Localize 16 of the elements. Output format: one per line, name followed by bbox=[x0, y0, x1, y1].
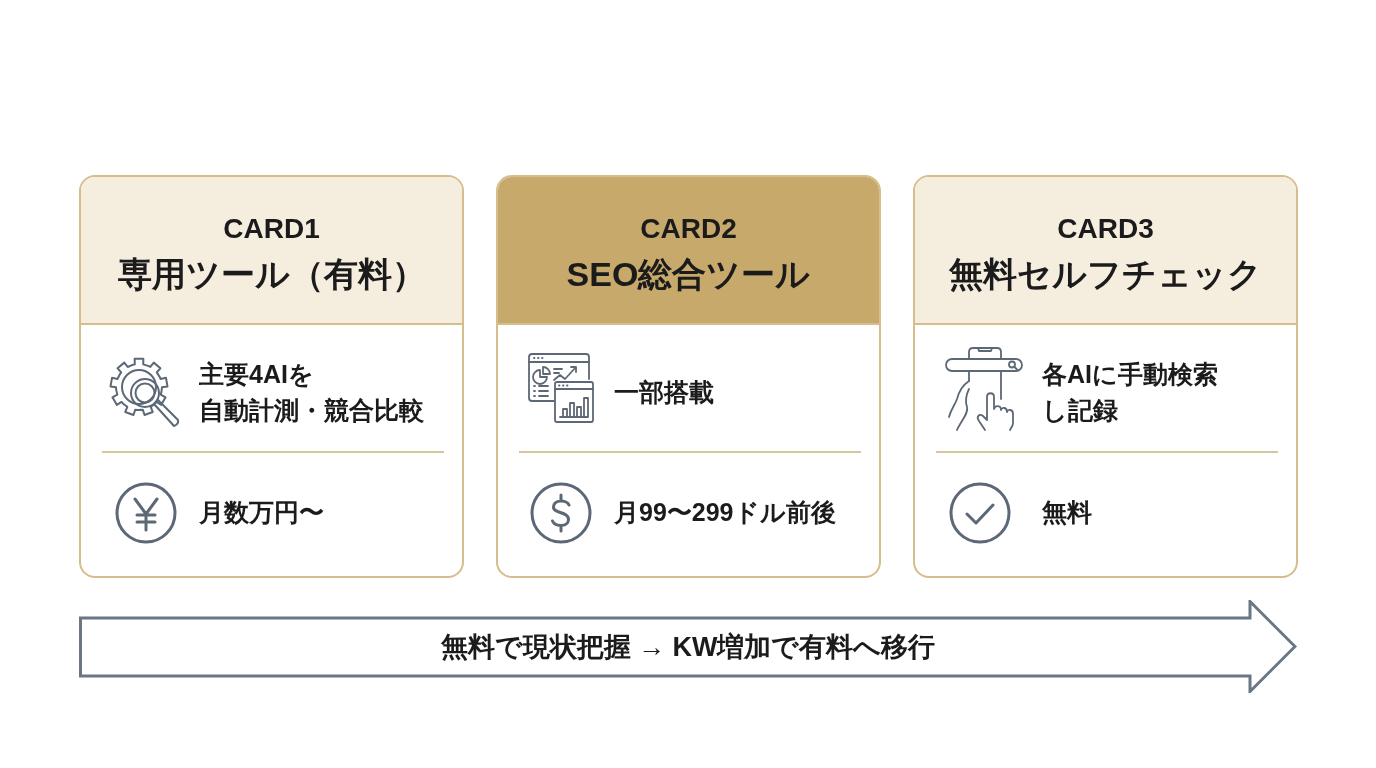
price-text: 月数万円〜 bbox=[199, 497, 324, 528]
arrow-label: 無料で現状把握 → KW増加で有料へ移行 bbox=[440, 631, 936, 664]
description-text: 一部搭載 bbox=[614, 377, 714, 408]
card-number: CARD2 bbox=[640, 212, 737, 246]
price-text: 月99〜299ドル前後 bbox=[614, 497, 836, 528]
card bbox=[496, 175, 881, 578]
price-text: 無料 bbox=[1042, 497, 1092, 528]
card-title: SEO総合ツール bbox=[566, 254, 811, 295]
card-title: 専用ツール（有料） bbox=[117, 254, 426, 295]
card-title: 無料セルフチェック bbox=[949, 254, 1262, 295]
description-text: 各AIに手動検索し記録 bbox=[1042, 359, 1218, 426]
card-number: CARD1 bbox=[223, 212, 320, 246]
card bbox=[79, 175, 464, 578]
description-text: 主要4AIを自動計測・競合比較 bbox=[199, 359, 424, 426]
card bbox=[913, 175, 1298, 578]
card-number: CARD3 bbox=[1057, 212, 1154, 246]
